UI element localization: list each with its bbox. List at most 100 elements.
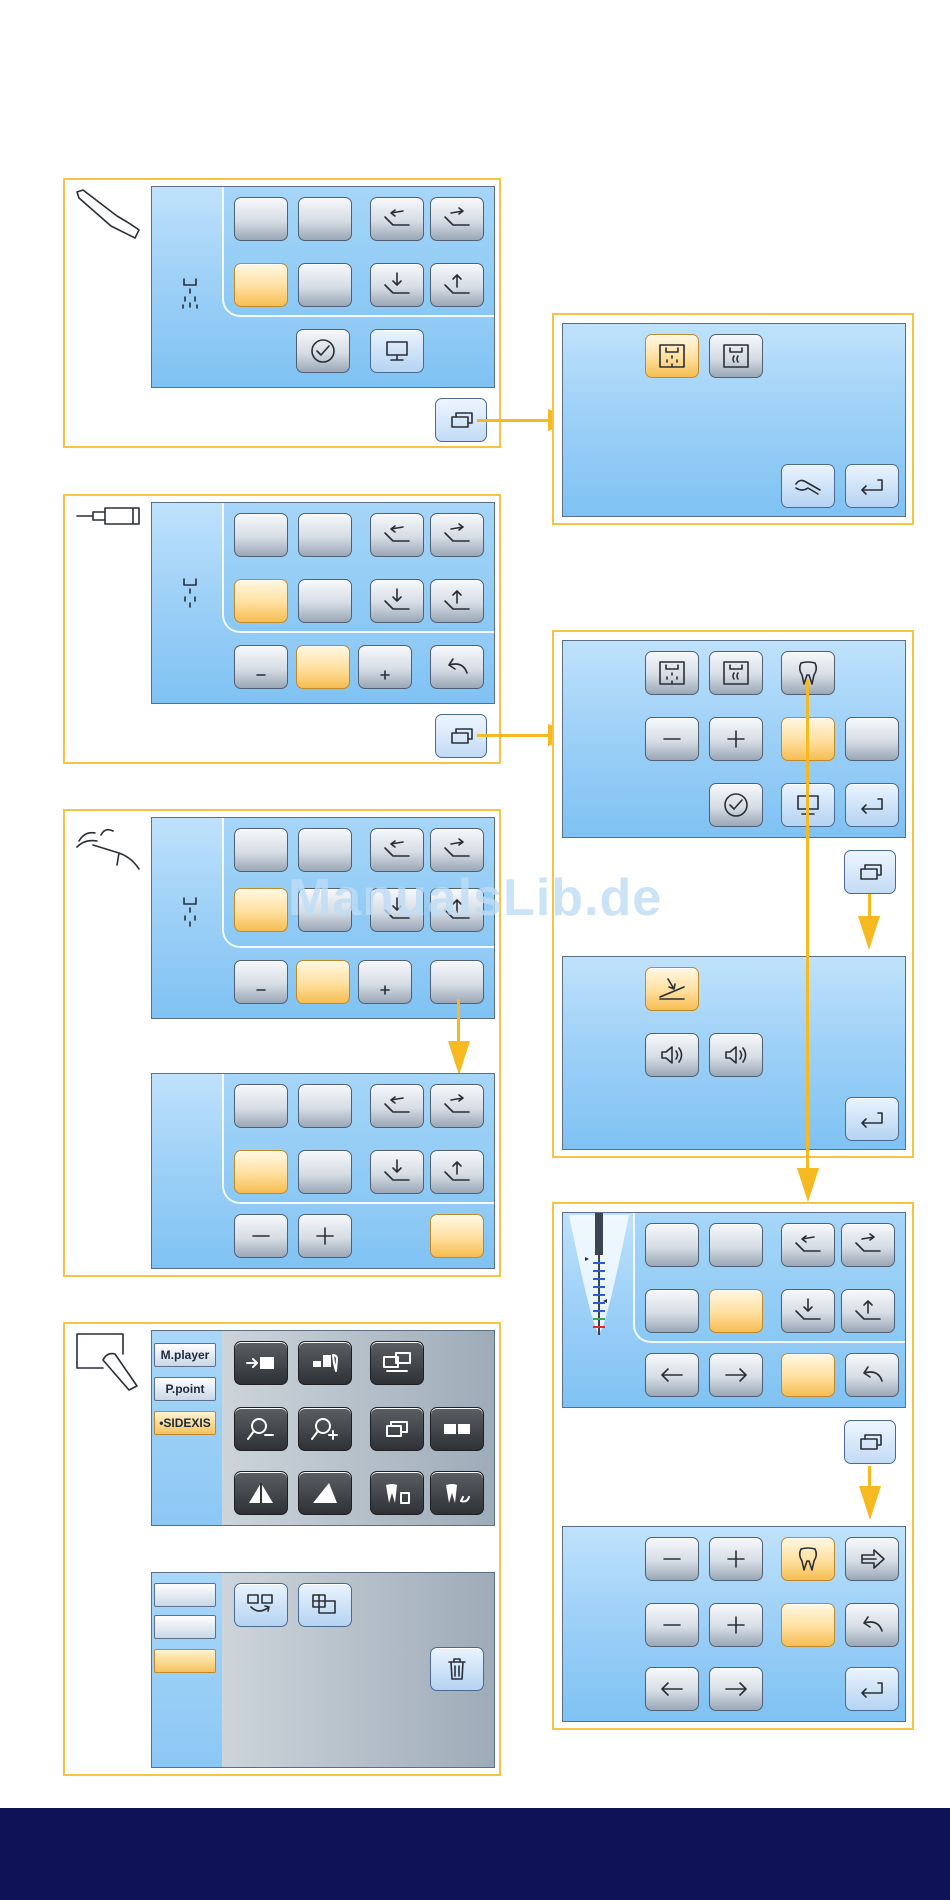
delete-button[interactable] — [430, 1647, 484, 1691]
power-minus-button[interactable] — [234, 960, 288, 1004]
return-button[interactable] — [845, 1097, 899, 1141]
arrow-left-button[interactable] — [645, 1353, 699, 1397]
program-button-2[interactable] — [298, 1084, 352, 1128]
timer-button[interactable] — [296, 329, 350, 373]
timer-button[interactable] — [709, 783, 763, 827]
level-button-2[interactable] — [845, 717, 899, 761]
program-button-4[interactable] — [298, 1150, 352, 1194]
tooth-button[interactable] — [781, 1537, 835, 1581]
mode-button[interactable] — [430, 1214, 484, 1258]
menu-ppoint[interactable]: P.point — [154, 1377, 216, 1401]
monitor-button[interactable] — [370, 329, 424, 373]
chair-forward-button[interactable] — [430, 1084, 484, 1128]
minus-button-1[interactable] — [645, 1537, 699, 1581]
return-button[interactable] — [845, 464, 899, 508]
chair-up-button[interactable] — [430, 1150, 484, 1194]
chair-forward-button[interactable] — [430, 513, 484, 557]
program-button-4[interactable] — [298, 263, 352, 307]
speed-level-button[interactable] — [296, 645, 350, 689]
plus-button[interactable] — [709, 717, 763, 761]
arrow-right-button[interactable] — [709, 1667, 763, 1711]
program-button-2[interactable] — [298, 828, 352, 872]
plus-button-1[interactable] — [709, 1537, 763, 1581]
window-switch-button[interactable] — [844, 1420, 896, 1464]
program-button-1[interactable] — [234, 1084, 288, 1128]
chair-back-button[interactable] — [370, 197, 424, 241]
window-switch-button[interactable] — [844, 850, 896, 894]
return-button[interactable] — [845, 783, 899, 827]
program-button-3[interactable] — [234, 1150, 288, 1194]
program-button-1[interactable] — [645, 1223, 699, 1267]
chair-back-button[interactable] — [781, 1223, 835, 1267]
menu-item-1[interactable] — [154, 1583, 216, 1607]
chair-up-button[interactable] — [430, 263, 484, 307]
chair-down-button[interactable] — [370, 579, 424, 623]
chair-down-button[interactable] — [781, 1289, 835, 1333]
zoom-out-button[interactable] — [234, 1407, 288, 1451]
xray-button[interactable] — [298, 1341, 352, 1385]
plus-button-2[interactable] — [709, 1603, 763, 1647]
undo-button[interactable] — [430, 645, 484, 689]
speed-minus-button[interactable] — [234, 645, 288, 689]
power-level-button[interactable] — [296, 960, 350, 1004]
chair-back-button[interactable] — [370, 1084, 424, 1128]
next-button[interactable] — [845, 1537, 899, 1581]
speed-plus-button[interactable] — [358, 645, 412, 689]
chair-down-button[interactable] — [370, 1150, 424, 1194]
return-button[interactable] — [845, 1667, 899, 1711]
program-button-3[interactable] — [234, 579, 288, 623]
contrast-button[interactable] — [234, 1471, 288, 1515]
program-button-3[interactable] — [234, 888, 288, 932]
program-button-1[interactable] — [234, 513, 288, 557]
program-button-2[interactable] — [298, 513, 352, 557]
mode-button[interactable] — [430, 960, 484, 1004]
program-button-3[interactable] — [234, 263, 288, 307]
undo-button[interactable] — [845, 1353, 899, 1397]
arrow-left-button[interactable] — [645, 1667, 699, 1711]
chair-forward-button[interactable] — [841, 1223, 895, 1267]
volume-loud-button[interactable] — [645, 1033, 699, 1077]
volume-soft-button[interactable] — [709, 1033, 763, 1077]
minus-button[interactable] — [234, 1214, 288, 1258]
chair-forward-button[interactable] — [430, 197, 484, 241]
swap-button[interactable] — [234, 1583, 288, 1627]
menu-item-2[interactable] — [154, 1615, 216, 1639]
undo-button[interactable] — [845, 1603, 899, 1647]
minus-button-2[interactable] — [645, 1603, 699, 1647]
rotate-tooth-button[interactable] — [430, 1471, 484, 1515]
minus-button[interactable] — [645, 717, 699, 761]
layout-button[interactable] — [298, 1583, 352, 1627]
program-button-2[interactable] — [298, 197, 352, 241]
level-button[interactable] — [781, 1353, 835, 1397]
spray-button[interactable] — [645, 651, 699, 695]
arrow-right-button[interactable] — [709, 1353, 763, 1397]
import-button[interactable] — [234, 1341, 288, 1385]
program-button-2[interactable] — [709, 1223, 763, 1267]
light-button[interactable] — [645, 967, 699, 1011]
water-button[interactable] — [709, 334, 763, 378]
chair-up-button[interactable] — [841, 1289, 895, 1333]
split-view-button[interactable] — [430, 1407, 484, 1451]
service-button[interactable] — [781, 464, 835, 508]
power-plus-button[interactable] — [358, 960, 412, 1004]
menu-item-3[interactable] — [154, 1649, 216, 1673]
window-button[interactable] — [370, 1407, 424, 1451]
brightness-button[interactable] — [298, 1471, 352, 1515]
program-button-3[interactable] — [645, 1289, 699, 1333]
chair-back-button[interactable] — [370, 828, 424, 872]
program-button-1[interactable] — [234, 828, 288, 872]
delete-tooth-button[interactable] — [370, 1471, 424, 1515]
screens-button[interactable] — [370, 1341, 424, 1385]
chair-up-button[interactable] — [430, 579, 484, 623]
zoom-in-button[interactable] — [298, 1407, 352, 1451]
plus-button[interactable] — [298, 1214, 352, 1258]
program-button-4[interactable] — [298, 579, 352, 623]
menu-mplayer[interactable]: M.player — [154, 1343, 216, 1367]
menu-sidexis[interactable]: •SIDEXIS — [154, 1411, 216, 1435]
level-button[interactable] — [781, 1603, 835, 1647]
chair-back-button[interactable] — [370, 513, 424, 557]
spray-button[interactable] — [645, 334, 699, 378]
chair-down-button[interactable] — [370, 263, 424, 307]
chair-forward-button[interactable] — [430, 828, 484, 872]
water-button[interactable] — [709, 651, 763, 695]
